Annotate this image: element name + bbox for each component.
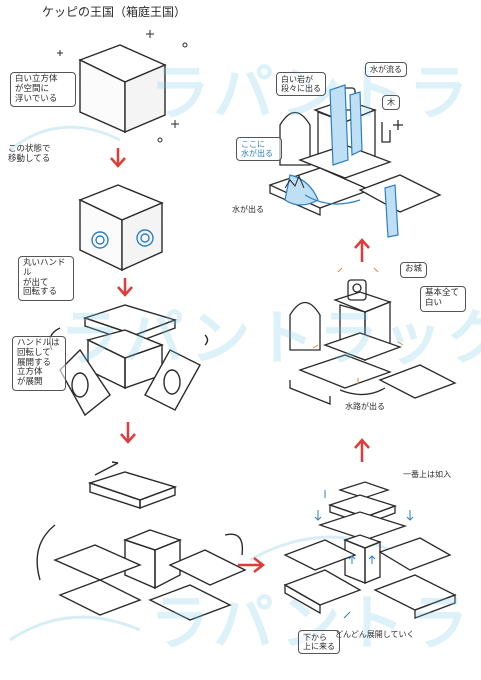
sparkle-group [57, 30, 188, 143]
note-all-white-base: 基本全て 白い [420, 286, 466, 312]
note-white-steps: 白い岩が 段々に出る [276, 72, 326, 97]
arrow-right [238, 557, 266, 573]
note-moving: この状態で 移動してる [8, 144, 51, 164]
blue-motion-marks-5 [314, 490, 414, 619]
arrow-down-1 [110, 148, 126, 168]
note-unfolds-gradually: どんどん展開していく [335, 630, 415, 639]
castle-stage-6 [289, 279, 457, 405]
cube-stage-3 [49, 304, 209, 417]
note-top-piece: 一番上は如入 [403, 470, 451, 479]
cube-stage-1 [78, 44, 167, 134]
page-title: ケッピの王国（箱庭王国） [42, 5, 187, 19]
arrow-down-3 [120, 422, 136, 444]
note-water-appears: ここに 水が出る [236, 137, 282, 162]
note-castle: お城 [400, 262, 428, 278]
note-water-path: 水路が出る [345, 402, 385, 411]
note-water-falls: 水が流る [365, 62, 407, 78]
rock-cluster [284, 174, 305, 189]
note-water-flows-out: 水が出る [232, 205, 264, 214]
arrow-up-1 [354, 438, 370, 462]
platform-stage-5 [283, 481, 457, 619]
note-handle-unfold: ハンドルは 回転して 展開する 立方体 が展開 [12, 336, 66, 391]
note-emerges-from-bottom: 下から 上に来る [298, 630, 340, 655]
cube-stage-2 [78, 184, 164, 272]
note-cube-floating: 白い立方体 が空間に 浮いでいる [10, 72, 76, 108]
arrow-up-2 [354, 238, 370, 262]
note-round-handle: 丸いハンドル が出て 回転する [18, 256, 74, 302]
cube-stage-4 [36, 461, 247, 621]
note-tree: 木 [382, 95, 400, 111]
watermark-text-2: ラパントラック [60, 304, 481, 374]
arrow-down-2 [117, 278, 133, 297]
water-flow [284, 84, 399, 238]
orange-motion-marks-6 [312, 267, 404, 384]
